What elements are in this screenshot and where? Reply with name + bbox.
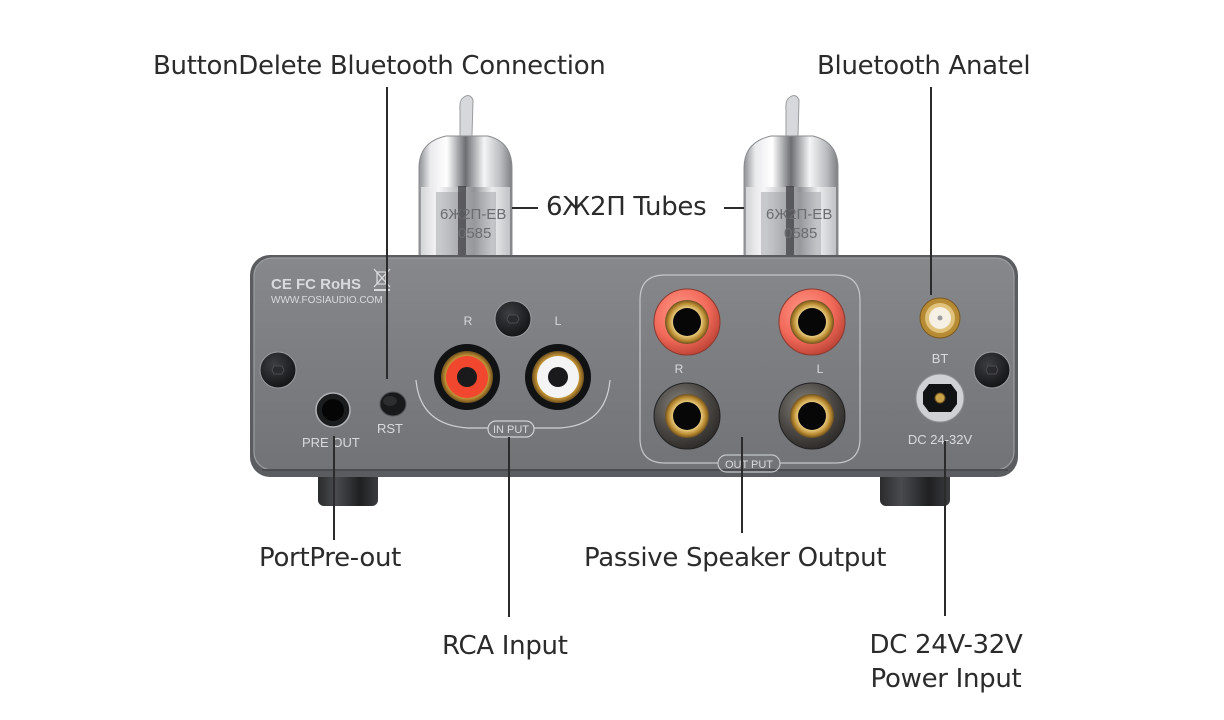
speaker-terminal-right-negative[interactable] — [653, 382, 721, 450]
rca-jack-right[interactable] — [434, 344, 500, 410]
leader-line-pre-out — [333, 436, 335, 540]
callout-rca-input: RCA Input — [442, 631, 568, 661]
leader-line-bluetooth-antenna — [930, 87, 932, 295]
callout-speaker-output: Passive Speaker Output — [584, 543, 887, 573]
tube-model-left: 6Ж2П-EB — [440, 206, 506, 223]
vacuum-tube-right: 6Ж2П-EB 0585 — [743, 95, 839, 263]
callout-reset-button: ButtonDelete Bluetooth Connection — [153, 51, 606, 81]
leader-line-tubes-left — [512, 207, 538, 209]
tube-tip — [785, 95, 800, 137]
leader-line-tubes-right — [724, 207, 744, 209]
certification-marks: CE FC RoHS — [271, 276, 361, 293]
callout-power-line1: DC 24V-32V — [869, 630, 1023, 660]
feet — [318, 472, 950, 506]
bt-label: BT — [932, 351, 949, 366]
callout-power-input: DC 24V-32V Power Input — [846, 628, 1046, 696]
speaker-terminal-right-positive[interactable] — [653, 288, 721, 356]
rst-label: RST — [377, 421, 403, 436]
callout-power-line2: Power Input — [870, 664, 1022, 694]
foot-left — [318, 472, 378, 506]
vacuum-tube-left: 6Ж2П-EB 0585 — [418, 95, 513, 263]
input-group-outline — [415, 379, 611, 429]
tube-tip — [459, 95, 474, 137]
callout-tubes: 6Ж2П Tubes — [546, 192, 707, 222]
rear-panel — [250, 255, 1018, 477]
screw-left — [259, 351, 297, 389]
leader-line-power — [944, 441, 946, 616]
tube-model-right: 6Ж2П-EB — [766, 206, 832, 223]
foot-right — [880, 472, 950, 506]
input-group-label: IN PUT — [493, 424, 529, 436]
speaker-terminal-left-negative[interactable] — [778, 382, 846, 450]
dc-power-jack[interactable] — [915, 373, 965, 423]
output-l-label: L — [817, 362, 824, 376]
input-r-label: R — [464, 314, 473, 328]
pre-out-jack[interactable] — [315, 392, 351, 428]
speaker-terminal-left-positive[interactable] — [778, 288, 846, 356]
callout-pre-out: PortPre-out — [259, 543, 402, 573]
pre-out-label: PRE OUT — [302, 435, 360, 450]
callout-bluetooth-antenna: Bluetooth Anatel — [817, 51, 1031, 81]
screw-right — [973, 351, 1011, 389]
tube-code-left: 0585 — [458, 225, 491, 242]
website-print: WWW.FOSIAUDIO.COM — [271, 295, 383, 306]
rca-jack-left[interactable] — [525, 344, 591, 410]
tube-code-right: 0585 — [784, 225, 817, 242]
bluetooth-antenna-connector[interactable] — [919, 297, 961, 339]
leader-line-rca-input — [508, 437, 510, 617]
rst-button[interactable] — [379, 391, 407, 417]
output-r-label: R — [675, 362, 684, 376]
output-group-outline — [639, 274, 861, 464]
output-group-label: OUT PUT — [725, 459, 773, 471]
leader-line-reset-button — [386, 87, 388, 379]
screw-top-center — [494, 300, 532, 338]
dc-label: DC 24-32V — [908, 432, 973, 447]
input-l-label: L — [555, 314, 562, 328]
leader-line-speaker-output — [741, 437, 743, 533]
